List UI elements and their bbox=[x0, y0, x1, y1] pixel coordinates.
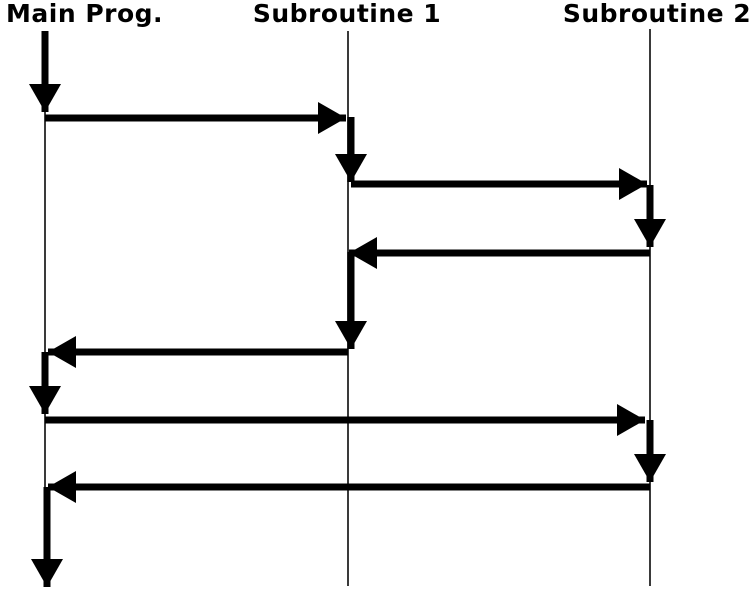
lifeline-label-subroutine-2: Subroutine 2 bbox=[562, 0, 752, 28]
sub1-flow-down-arrowhead-icon bbox=[335, 154, 367, 182]
main-flow-end-arrowhead-icon bbox=[31, 559, 63, 587]
sub1-flow-down-2-arrowhead-icon bbox=[335, 321, 367, 349]
sub2-flow-down-2-arrowhead-icon bbox=[634, 454, 666, 482]
return-sub2-to-sub1-arrowhead-icon bbox=[349, 237, 377, 269]
lifeline-label-subroutine-1: Subroutine 1 bbox=[252, 0, 442, 28]
call-sub1-to-sub2-arrowhead-icon bbox=[619, 168, 647, 200]
call-main-to-sub1-arrowhead-icon bbox=[318, 102, 346, 134]
return-sub2-to-main-arrowhead-icon bbox=[48, 471, 76, 503]
arrows-group bbox=[29, 31, 666, 587]
call-main-to-sub2-arrowhead-icon bbox=[617, 404, 645, 436]
return-sub1-to-main-arrowhead-icon bbox=[48, 336, 76, 368]
sub2-flow-down-arrowhead-icon bbox=[634, 219, 666, 247]
lifeline-label-main-prog: Main Prog. bbox=[6, 0, 164, 28]
main-flow-start-arrowhead-icon bbox=[29, 84, 61, 112]
main-flow-down-arrowhead-icon bbox=[29, 386, 61, 414]
